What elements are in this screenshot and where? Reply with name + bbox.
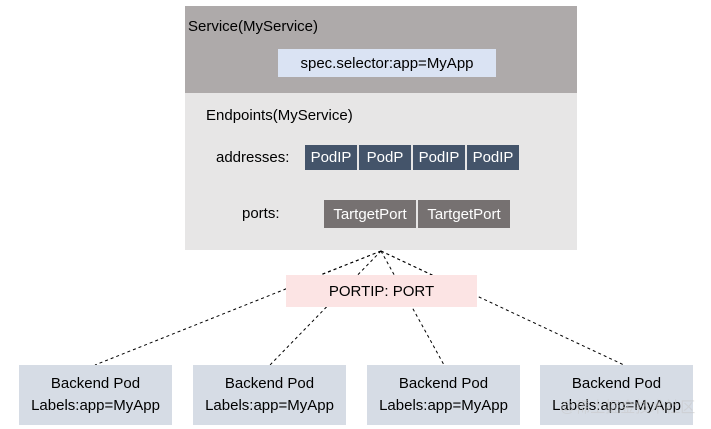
connector-line <box>380 250 625 366</box>
pod-labels: Labels:app=MyApp <box>31 397 160 414</box>
connector-line <box>94 250 382 366</box>
port-item: TartgetPort <box>418 200 510 228</box>
backend-pod: Backend Pod Labels:app=MyApp <box>19 365 172 425</box>
watermark: @稀土掘金技术社区 <box>560 399 696 416</box>
address-item: PodIP <box>413 145 465 170</box>
pod-labels: Labels:app=MyApp <box>205 397 334 414</box>
pod-name: Backend Pod <box>50 375 141 392</box>
pod-name: Backend Pod <box>224 375 315 392</box>
addresses-label: addresses: <box>216 149 290 166</box>
address-item: PodIP <box>467 145 519 170</box>
port-item: TartgetPort <box>324 200 416 228</box>
backend-pod: Backend Pod Labels:app=MyApp <box>367 365 520 425</box>
connector-line <box>380 250 445 366</box>
service-selector: spec.selector:app=MyApp <box>278 49 496 77</box>
endpoints-title: Endpoints(MyService) <box>206 107 353 124</box>
connector-line <box>380 250 433 276</box>
ports-label: ports: <box>242 205 280 222</box>
connector-line <box>319 250 382 276</box>
pod-name: Backend Pod <box>571 375 662 392</box>
pod-labels: Labels:app=MyApp <box>552 397 681 414</box>
pod-labels: Labels:app=MyApp <box>379 397 508 414</box>
backend-pod: Backend Pod Labels:app=MyApp <box>540 365 693 425</box>
portip-box: PORTIP: PORT <box>286 275 477 307</box>
pod-name: Backend Pod <box>398 375 489 392</box>
service-title: Service(MyService) <box>188 18 319 35</box>
backend-pod: Backend Pod Labels:app=MyApp <box>193 365 346 425</box>
address-item: PodIP <box>305 145 357 170</box>
connector-line <box>269 250 382 366</box>
address-item: PodP <box>359 145 411 170</box>
